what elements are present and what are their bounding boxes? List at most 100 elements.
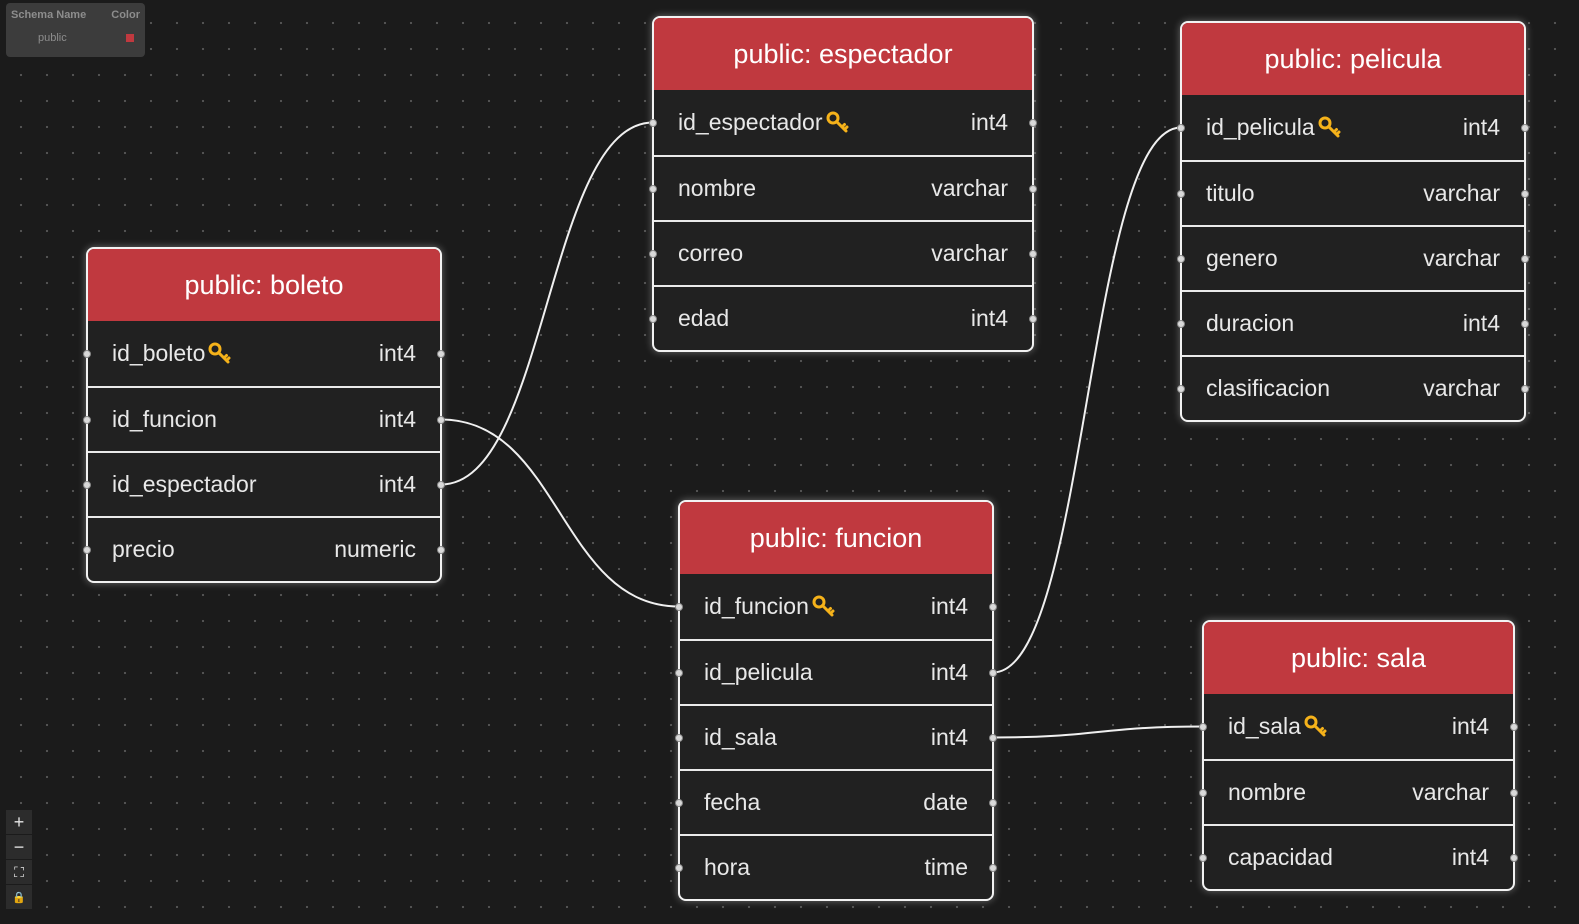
fit-view-icon: ⛶: [14, 863, 24, 880]
table-title[interactable]: public: boleto: [88, 249, 440, 321]
column-row-id_espectador[interactable]: id_espectador int4: [649, 90, 1037, 155]
connection-handle-left[interactable]: [675, 668, 683, 677]
connection-handle-right[interactable]: [1510, 788, 1518, 797]
table-espectador[interactable]: public: espectador id_espectador int4 nombr…: [649, 16, 1037, 352]
table-title[interactable]: public: espectador: [654, 18, 1032, 90]
connection-handle-left[interactable]: [1177, 384, 1185, 393]
connection-handle-left[interactable]: [675, 863, 683, 872]
connection-handle-right[interactable]: [1521, 319, 1529, 328]
connection-handle-right[interactable]: [1029, 249, 1037, 258]
connection-handle-right[interactable]: [1029, 314, 1037, 323]
connection-handle-left[interactable]: [83, 415, 91, 424]
column-row-duracion[interactable]: duracion int4: [1177, 290, 1529, 355]
connection-handle-right[interactable]: [1521, 189, 1529, 198]
column-name-group: genero: [1206, 245, 1278, 272]
connection-handle-left[interactable]: [649, 184, 657, 193]
column-type: int4: [930, 724, 968, 750]
table-title[interactable]: public: pelicula: [1182, 23, 1524, 95]
connection-handle-right[interactable]: [989, 863, 997, 872]
fit-view-button[interactable]: ⛶: [6, 860, 32, 885]
column-name-group: correo: [678, 240, 743, 267]
connection-handle-left[interactable]: [83, 480, 91, 489]
column-name: id_boleto: [112, 340, 206, 366]
connection-handle-left[interactable]: [675, 733, 683, 742]
lock-button[interactable]: 🔒: [6, 885, 32, 910]
connection-handle-right[interactable]: [1029, 184, 1037, 193]
connection-handle-left[interactable]: [675, 798, 683, 807]
connection-handle-right[interactable]: [989, 733, 997, 742]
connection-handle-left[interactable]: [1199, 853, 1207, 862]
connection-handle-left[interactable]: [83, 545, 91, 554]
connection-handle-right[interactable]: [437, 545, 445, 554]
connection-handle-left[interactable]: [83, 349, 91, 358]
connection-handle-left[interactable]: [649, 118, 657, 127]
connection-handle-left[interactable]: [1177, 254, 1185, 263]
column-name-group: titulo: [1206, 180, 1255, 207]
zoom-in-button[interactable]: +: [6, 810, 32, 835]
column-type: int4: [1462, 310, 1500, 336]
column-name: id_pelicula: [704, 659, 813, 685]
connection-handle-right[interactable]: [989, 668, 997, 677]
legend-schema-name: public: [38, 32, 67, 44]
column-name: id_espectador: [112, 471, 257, 497]
connection-handle-right[interactable]: [437, 349, 445, 358]
connection-handle-right[interactable]: [1521, 384, 1529, 393]
connection-handle-left[interactable]: [1199, 722, 1207, 731]
column-name: duracion: [1206, 310, 1295, 336]
connection-handle-left[interactable]: [1177, 123, 1185, 132]
canvas-controls: +− ⛶ 🔒: [6, 810, 32, 910]
connection-handle-left[interactable]: [1199, 788, 1207, 797]
column-name-group: nombre: [678, 175, 756, 202]
legend-row: public: [11, 32, 140, 44]
column-type: date: [923, 789, 968, 815]
connection-handle-left[interactable]: [1177, 319, 1185, 328]
relation-edge[interactable]: [992, 725, 1204, 739]
connection-handle-left[interactable]: [675, 602, 683, 611]
column-name-group: id_espectador: [112, 471, 257, 498]
column-type: int4: [970, 109, 1008, 135]
table-title[interactable]: public: funcion: [680, 502, 992, 574]
connection-handle-right[interactable]: [1510, 722, 1518, 731]
connection-handle-right[interactable]: [989, 602, 997, 611]
relation-edge[interactable]: [440, 121, 654, 486]
column-name: id_espectador: [678, 109, 823, 135]
column-type: int4: [970, 305, 1008, 331]
connection-handle-right[interactable]: [989, 798, 997, 807]
connection-handle-left[interactable]: [1177, 189, 1185, 198]
connection-handle-right[interactable]: [1521, 254, 1529, 263]
connection-handle-right[interactable]: [1521, 123, 1529, 132]
zoom-out-button[interactable]: −: [6, 835, 32, 860]
table-title[interactable]: public: sala: [1204, 622, 1513, 694]
connection-handle-right[interactable]: [437, 415, 445, 424]
connection-handle-right[interactable]: [1029, 118, 1037, 127]
connection-handle-left[interactable]: [649, 314, 657, 323]
connection-handle-left[interactable]: [649, 249, 657, 258]
column-name: hora: [704, 854, 751, 880]
relation-edge[interactable]: [440, 418, 680, 608]
connection-handle-right[interactable]: [1510, 853, 1518, 862]
connection-handle-right[interactable]: [437, 480, 445, 489]
